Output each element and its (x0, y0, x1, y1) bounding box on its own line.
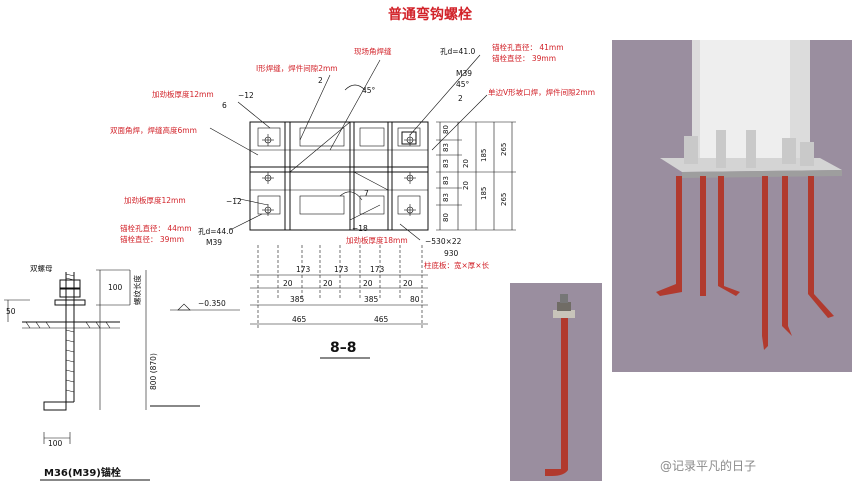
leader-lines (209, 54, 488, 241)
dim-r4-1: 265 (500, 193, 508, 206)
dim-r3-0: 185 (480, 149, 488, 162)
label-m39-top: M39 (456, 69, 472, 78)
dim-b2-0: 20 (283, 279, 293, 288)
label-dim-18: −18 (352, 224, 368, 233)
label-v-weld: 单边V形坡口焊，焊件间隙2mm (488, 87, 595, 97)
label-plate: −530×22 (425, 237, 462, 246)
dim-b1-0: 173 (296, 265, 311, 274)
right-dimensions (436, 121, 516, 231)
dim-r1-3: 83 (442, 176, 450, 185)
dim-r1-2: 83 (442, 159, 450, 168)
bottom-dimensions (250, 245, 428, 330)
base-plate-outline (249, 121, 429, 231)
watermark: @记录平凡的日子 (660, 458, 756, 473)
section-label: 8–8 (330, 340, 356, 356)
elevation-marker (150, 303, 240, 407)
label-angle-45-right: 45° (456, 80, 470, 89)
label-stiff-18: 加劲板厚度18mm (346, 235, 408, 245)
bolt-elevation (4, 269, 370, 481)
bolt-render-panel (510, 283, 602, 481)
dim-b2-1: 20 (323, 279, 333, 288)
label-angle-45-left: 45° (362, 86, 376, 95)
red-labels: 现场角焊缝 锚栓孔直径： 41mm 锚栓直径： 39mm 单边V形坡口焊，焊件间… (110, 42, 595, 270)
dim-b1-1: 173 (334, 265, 349, 274)
bolt-dim-800: 800 (870) (149, 353, 158, 390)
black-labels: 孔d=41.0 M39 45° 45° −12 −12 孔d=44.0 M39 … (30, 47, 475, 273)
weld-symbol-2: 2 (318, 76, 323, 85)
dim-b3-2: 80 (410, 295, 420, 304)
label-bolt-dia-top: 锚栓直径： 39mm (492, 53, 556, 63)
label-m39-bot: M39 (206, 238, 222, 247)
label-bolt-hole-bot: 锚栓孔直径： 44mm (120, 223, 192, 233)
bolt-dim-50: 50 (6, 307, 16, 316)
label-dim-12-bottom: −12 (226, 197, 242, 206)
dim-r1-0: 80 (442, 125, 450, 134)
label-double-nut: 双螺母 (30, 263, 53, 273)
dim-b1-2: 173 (370, 265, 385, 274)
dim-b2-3: 20 (403, 279, 413, 288)
dim-r4-0: 265 (500, 143, 508, 156)
right-dim-text: 80 83 83 83 83 80 20 20 185 185 265 265 (442, 125, 508, 222)
dim-r1-5: 80 (442, 213, 450, 222)
bolt-dim-hook: 100 (48, 439, 63, 448)
label-plate-930: 930 (444, 249, 459, 258)
dim-r2-1: 20 (462, 181, 470, 190)
weld-symbol-7: 7 (364, 189, 369, 198)
dim-b3-1: 385 (364, 295, 379, 304)
label-plate-desc: 柱底板：宽×厚×长 (424, 260, 490, 270)
diagram-title: 普通弯钩螺栓 (388, 7, 472, 23)
dim-r3-1: 185 (480, 187, 488, 200)
anchor-nut-square (401, 131, 417, 145)
bottom-dim-text: 173 173 173 20 20 20 20 385 385 80 465 4… (198, 265, 420, 324)
label-stiff-12-bottom: 加劲板厚度12mm (124, 195, 186, 205)
dim-r1-4: 83 (442, 193, 450, 202)
bolt-dim-100: 100 (108, 283, 123, 292)
label-stiff-12-top: 加劲板厚度12mm (152, 89, 214, 99)
dim-b4-1: 465 (374, 315, 389, 324)
dim-b3-0: 385 (290, 295, 305, 304)
label-field-weld: 现场角焊缝 (354, 46, 392, 56)
dim-b4-0: 465 (292, 315, 307, 324)
label-dim-12-top: −12 (238, 91, 254, 100)
bolt-dim-text: 100 螺纹长度 50 800 (870) 100 (6, 275, 158, 448)
weld-symbol-6: 6 (222, 101, 227, 110)
label-hole-top: 孔d=41.0 (440, 47, 475, 56)
label-i-weld: I形焊缝，焊件间隙2mm (256, 63, 338, 73)
base-render-panel (612, 40, 852, 372)
dim-b2-2: 20 (363, 279, 373, 288)
label-bolt-hole-top: 锚栓孔直径： 41mm (492, 42, 564, 52)
label-double-fillet: 双面角焊，焊缝高度6mm (110, 125, 197, 135)
weld-symbol-2b: 2 (458, 94, 463, 103)
bolt-title: M36(M39)锚栓 (44, 466, 121, 479)
label-bolt-dia-bot: 锚栓直径： 39mm (120, 234, 184, 244)
bolt-dim-thread: 螺纹长度 (132, 275, 142, 305)
dim-r1-1: 83 (442, 143, 450, 152)
elevation-value: −0.350 (198, 299, 226, 308)
plan-view (249, 121, 429, 231)
label-hole-bot: 孔d=44.0 (198, 227, 233, 236)
dim-r2-0: 20 (462, 159, 470, 168)
